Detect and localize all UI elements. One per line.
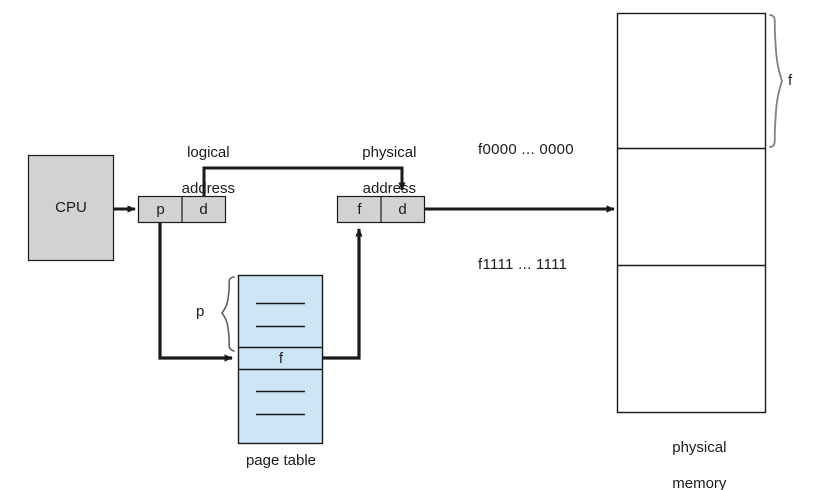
- logical-address-caption-line2: address: [181, 180, 236, 197]
- physical-address-caption: physical address: [333, 126, 429, 216]
- page-table-brace-label: p: [196, 303, 205, 320]
- physical-memory-box: [616, 12, 767, 414]
- logical-address-page-field: p: [156, 201, 165, 218]
- physical-memory-address-bottom: f1111 ... 1111: [478, 256, 568, 273]
- physical-address-frame-field: f: [357, 201, 362, 218]
- physical-address-caption-line2: address: [362, 180, 417, 197]
- page-table-entry-label: f: [278, 350, 284, 367]
- physical-memory-caption-line1: physical: [672, 439, 727, 456]
- physical-memory-address-top: f0000 ... 0000: [478, 141, 574, 158]
- offset-passthrough-connector: [202, 166, 406, 196]
- physical-address-caption-line1: physical: [362, 144, 417, 161]
- page-table-p-brace: [221, 276, 235, 352]
- logical-address-offset-field: d: [199, 201, 208, 218]
- cpu-box: [27, 154, 115, 262]
- page-number-to-page-table-connector: [158, 222, 233, 362]
- physical-address-offset-field: d: [398, 201, 407, 218]
- physical-memory-caption: physical memory: [631, 421, 751, 490]
- frame-number-to-physical-address-connector: [322, 228, 363, 360]
- logical-address-caption: logical address: [152, 126, 248, 216]
- physical-memory-brace-label: f: [788, 72, 793, 89]
- physical-memory-f-brace: [769, 14, 783, 148]
- page-table-caption: page table: [245, 452, 317, 469]
- physical-memory-caption-line2: memory: [672, 475, 727, 490]
- cpu-label: CPU: [55, 199, 87, 216]
- logical-address-caption-line1: logical: [187, 144, 230, 161]
